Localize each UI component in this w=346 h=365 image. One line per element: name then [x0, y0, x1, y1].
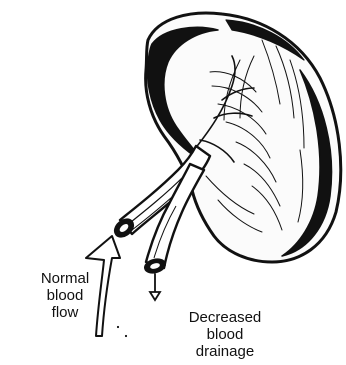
- normal-label-line-3: flow: [28, 304, 102, 321]
- normal-blood-flow-label: Normal blood flow: [28, 270, 102, 321]
- decreased-drainage-arrow: [150, 274, 160, 300]
- decreased-label-line-3: drainage: [160, 343, 290, 360]
- decreased-blood-drainage-label: Decreased blood drainage: [160, 309, 290, 360]
- stray-dots: [117, 326, 127, 337]
- normal-label-line-2: blood: [28, 287, 102, 304]
- decreased-label-line-2: blood: [160, 326, 290, 343]
- decreased-label-line-1: Decreased: [160, 309, 290, 326]
- normal-label-line-1: Normal: [28, 270, 102, 287]
